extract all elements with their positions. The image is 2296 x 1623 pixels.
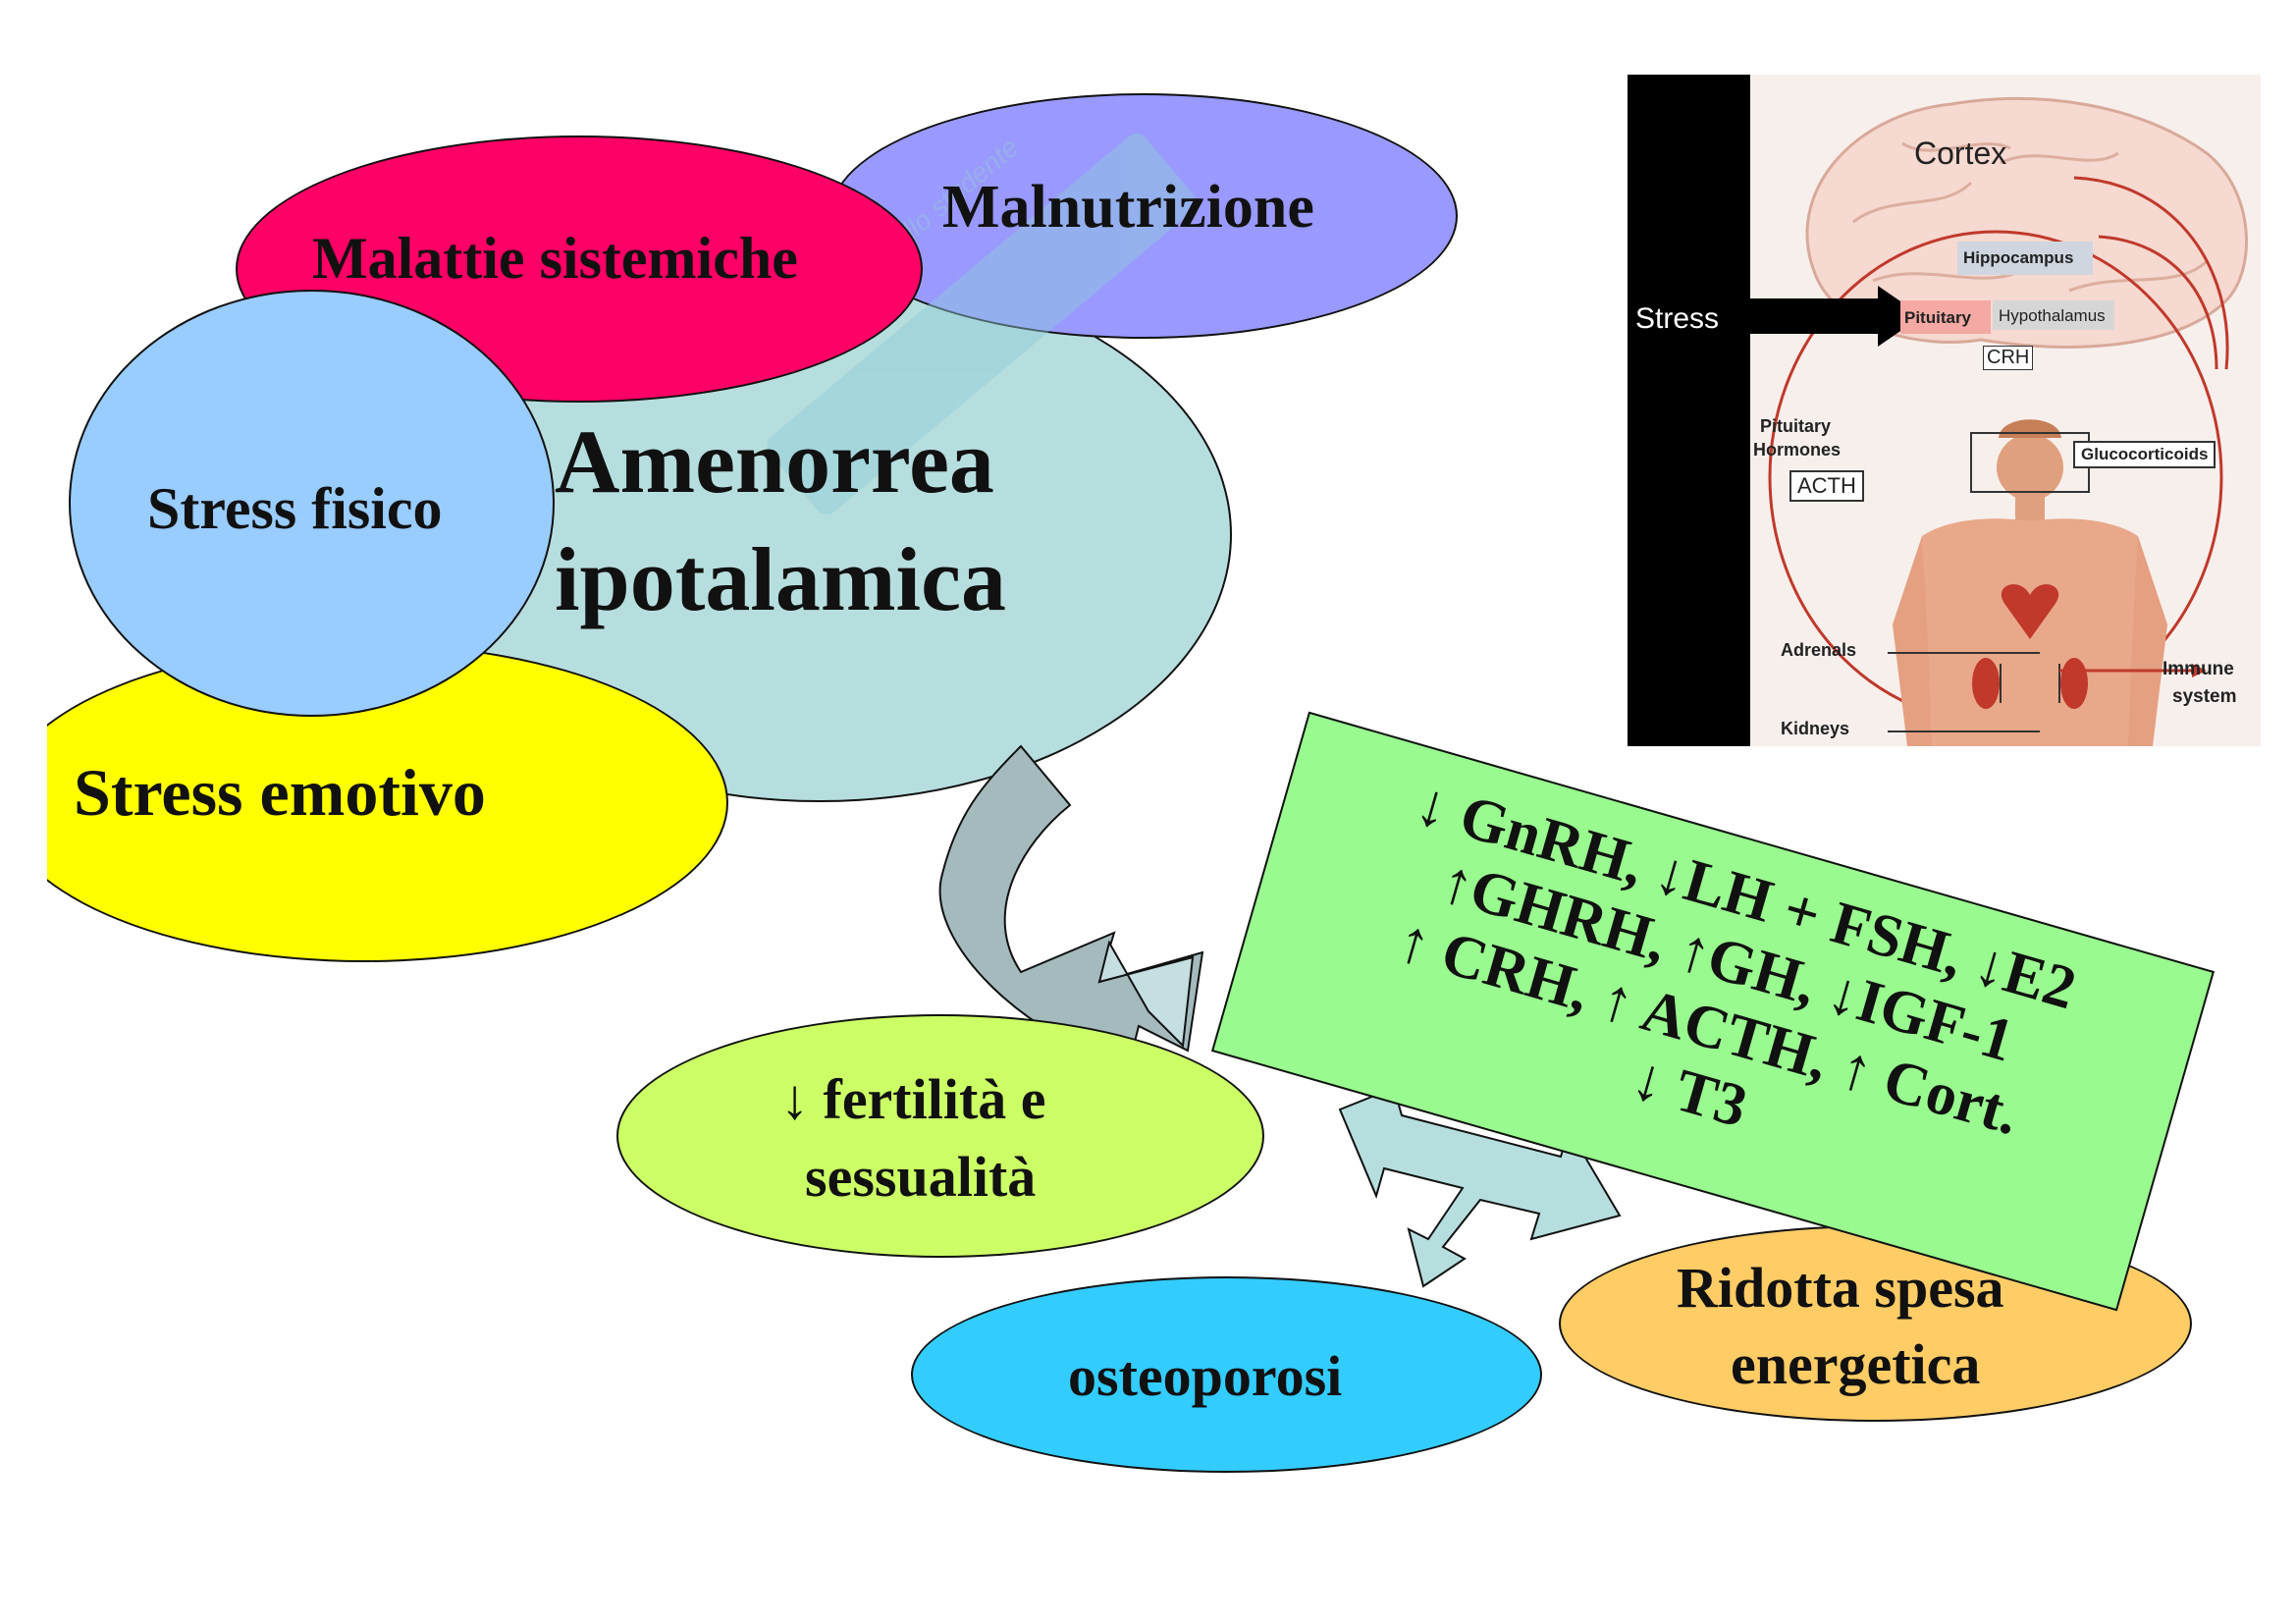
hpa-immune-line2: system (2172, 686, 2237, 707)
hpa-adrenals-label: Adrenals (1781, 640, 1857, 660)
malattie-sistemiche-label: Malattie sistemiche (312, 226, 798, 291)
hpa-pituitary-hormones-line2: Hormones (1753, 440, 1842, 460)
hpa-crh-label: CRH (1983, 346, 2034, 370)
spesa-label-line2: energetica (1731, 1332, 1981, 1396)
hpa-hypothalamus-label: Hypothalamus (1999, 306, 2106, 325)
malnutrizione-ellipse (829, 93, 1458, 339)
hpa-acth-label: ACTH (1789, 470, 1864, 502)
t-shaped-arrow (1338, 1086, 1622, 1288)
hpa-pituitary-label: Pituitary (1904, 308, 1972, 327)
hpa-glucocorticoids-label: Glucocorticoids (2073, 441, 2216, 468)
osteoporosi-ellipse (911, 1276, 1542, 1473)
stress-fisico-ellipse (69, 290, 555, 717)
hpa-stress-label: Stress (1635, 302, 1720, 335)
hpa-illustration (1628, 75, 2248, 746)
hpa-axis-figure: Stress Cortex Hippocampus Pituitary Hypo… (1628, 75, 2261, 746)
stress-emotivo-label: Stress emotivo (74, 755, 486, 830)
hpa-cortex-label: Cortex (1914, 135, 2007, 171)
hpa-kidneys-label: Kidneys (1781, 719, 1850, 738)
osteoporosi-label: osteoporosi (1068, 1344, 1343, 1408)
human-body (1893, 419, 2167, 746)
malnutrizione-label: Malnutrizione (942, 174, 1314, 241)
curved-arrow-tip (1097, 940, 1195, 1049)
fertilita-label-line2: sessualità (805, 1145, 1037, 1209)
spesa-label-line1: Ridotta spesa (1677, 1256, 2004, 1320)
stress-fisico-label: Stress fisico (147, 476, 443, 541)
fertilita-ellipse (616, 1014, 1264, 1258)
center-title-line1: Amenorrea (555, 411, 994, 512)
center-title-line2: ipotalamica (555, 529, 1006, 629)
hpa-pituitary-hormones-line1: Pituitary (1760, 416, 1832, 436)
hpa-hippocampus-label: Hippocampus (1963, 248, 2074, 267)
hpa-immune-line1: Immune (2163, 659, 2234, 679)
fertilita-label-line1: ↓ fertilità e (780, 1067, 1046, 1131)
